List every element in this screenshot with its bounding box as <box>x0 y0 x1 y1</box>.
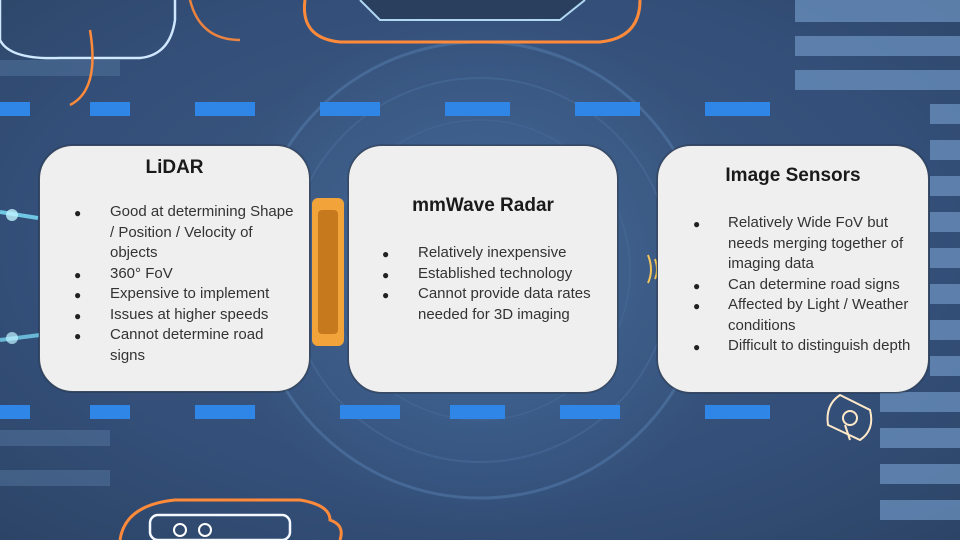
image-sensors-list: Relatively Wide FoV but needs merging to… <box>693 213 923 357</box>
list-item: Relatively inexpensive <box>382 243 608 264</box>
lidar-title: LiDAR <box>145 157 204 178</box>
list-item: Affected by Light / Weather conditions <box>693 295 923 336</box>
list-item: Cannot provide data rates needed for 3D … <box>382 284 608 325</box>
mmwave-radar-title: mmWave Radar <box>412 195 554 216</box>
list-item: 360° FoV <box>74 264 300 284</box>
list-item: Good at determining Shape / Position / V… <box>74 202 300 264</box>
list-item: Expensive to implement <box>74 284 300 305</box>
list-item: Issues at higher speeds <box>74 305 300 325</box>
lidar-list: Good at determining Shape / Position / V… <box>74 202 300 366</box>
list-item: Established technology <box>382 264 608 284</box>
image-sensors-card: Image Sensors Relatively Wide FoV but ne… <box>657 145 929 393</box>
list-item: Difficult to distinguish depth <box>693 336 923 357</box>
mmwave-radar-list: Relatively inexpensive Established techn… <box>382 243 608 325</box>
list-item: Can determine road signs <box>693 275 923 295</box>
image-sensors-title: Image Sensors <box>725 165 861 186</box>
list-item: Cannot determine road signs <box>74 325 300 366</box>
lidar-card: LiDAR Good at determining Shape / Positi… <box>39 145 310 392</box>
list-item: Relatively Wide FoV but needs merging to… <box>693 213 923 275</box>
mmwave-radar-card: mmWave Radar Relatively inexpensive Esta… <box>348 145 618 393</box>
